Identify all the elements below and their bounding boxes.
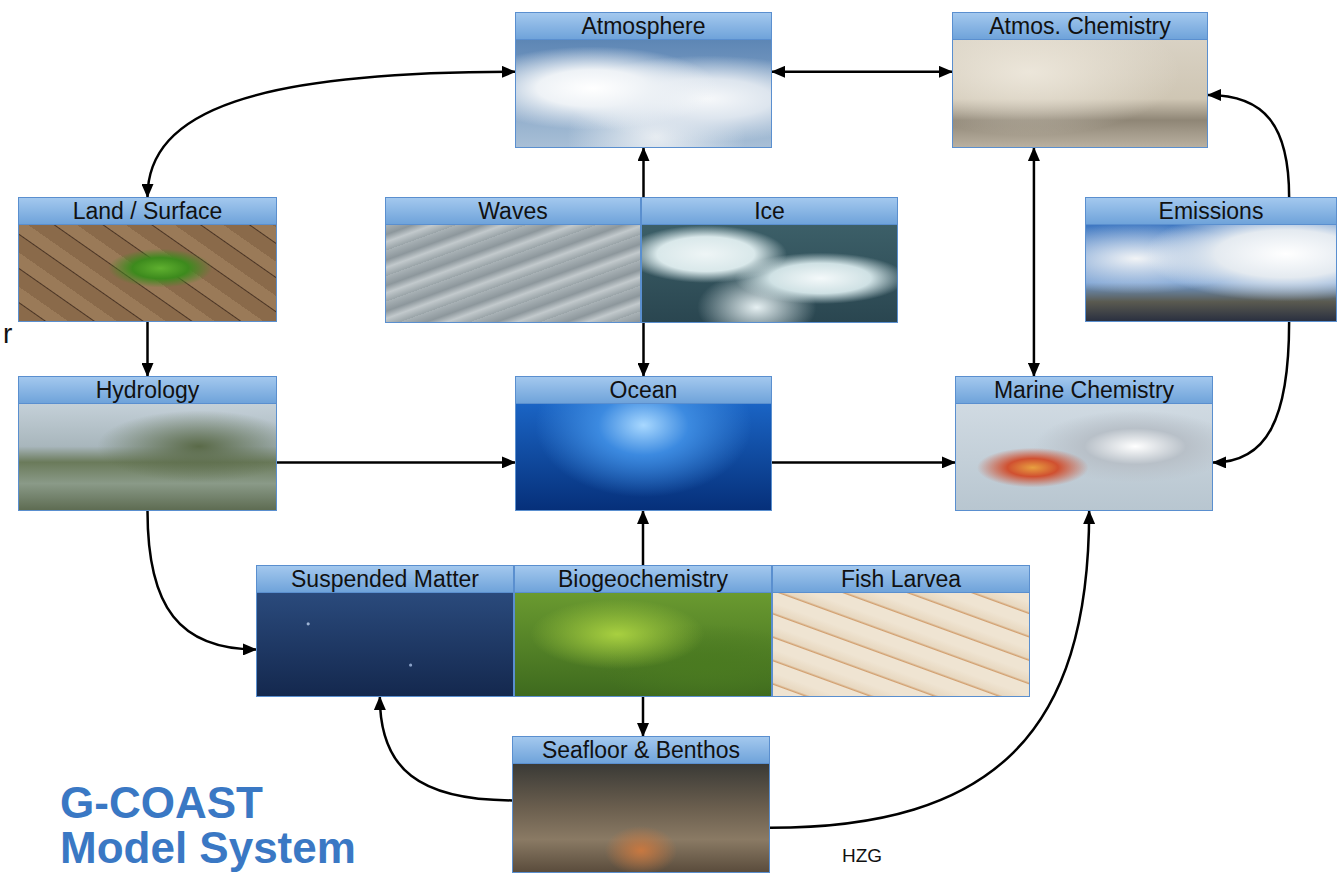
component-illustration [516,404,771,510]
credit-label: HZG [842,845,882,867]
component-illustration [19,404,276,510]
component-illustration [257,593,513,696]
component-header: Fish Larvea [773,566,1029,593]
component-header: Atmos. Chemistry [953,13,1207,40]
flow-arrow [1213,322,1289,462]
component-title: Ice [754,198,785,224]
component-illustration [773,593,1029,696]
model-component-box: Ice [641,197,898,323]
model-component-box: Land / Surface [18,197,277,322]
component-title: Atmos. Chemistry [989,13,1170,39]
model-component-box: Waves [385,197,641,323]
component-title: Atmosphere [581,13,705,39]
component-header: Marine Chemistry [956,377,1212,404]
flow-arrow [148,511,257,649]
component-illustration [386,225,640,322]
component-title: Land / Surface [73,198,223,224]
component-header: Hydrology [19,377,276,404]
text-fragment: r [3,318,12,350]
flow-arrow [1033,148,1036,376]
model-component-box: Ocean [515,376,772,511]
component-header: Ice [642,198,897,225]
component-title: Suspended Matter [291,566,479,592]
component-header: Emissions [1086,198,1336,225]
flow-arrow [1208,95,1289,197]
flow-arrow [380,697,512,800]
diagram-title: G-COAST Model System [60,780,380,870]
model-component-box: Emissions [1085,197,1337,322]
model-component-box: Atmos. Chemistry [952,12,1208,148]
model-component-box: Suspended Matter [256,565,514,697]
component-illustration [953,40,1207,147]
component-header: Seafloor & Benthos [513,737,769,764]
component-header: Waves [386,198,640,225]
component-title: Biogeochemistry [558,566,728,592]
model-component-box: Marine Chemistry [955,376,1213,511]
component-title: Fish Larvea [841,566,961,592]
component-illustration [956,404,1212,510]
component-title: Hydrology [96,377,200,403]
component-header: Suspended Matter [257,566,513,593]
component-illustration [516,40,771,147]
component-header: Biogeochemistry [515,566,771,593]
component-header: Land / Surface [19,198,276,225]
flow-arrow [770,511,1089,828]
component-title: Ocean [610,377,678,403]
component-illustration [513,764,769,872]
component-title: Seafloor & Benthos [542,737,740,763]
component-illustration [1086,225,1336,321]
component-title: Emissions [1159,198,1264,224]
component-title: Waves [478,198,547,224]
flow-arrow [642,697,645,736]
model-component-box: Atmosphere [515,12,772,148]
component-illustration [515,593,771,696]
flow-arrow [772,71,952,74]
flow-arrow [148,72,516,197]
flow-arrow [642,511,645,565]
component-header: Atmosphere [516,13,771,40]
flow-arrow [277,461,515,464]
model-component-box: Biogeochemistry [514,565,772,697]
model-component-box: Seafloor & Benthos [512,736,770,873]
component-header: Ocean [516,377,771,404]
model-component-box: Fish Larvea [772,565,1030,697]
component-title: Marine Chemistry [994,377,1174,403]
model-component-box: Hydrology [18,376,277,511]
component-illustration [642,225,897,322]
flow-arrow [146,322,149,376]
component-illustration [19,225,276,321]
flow-arrow [772,461,955,464]
